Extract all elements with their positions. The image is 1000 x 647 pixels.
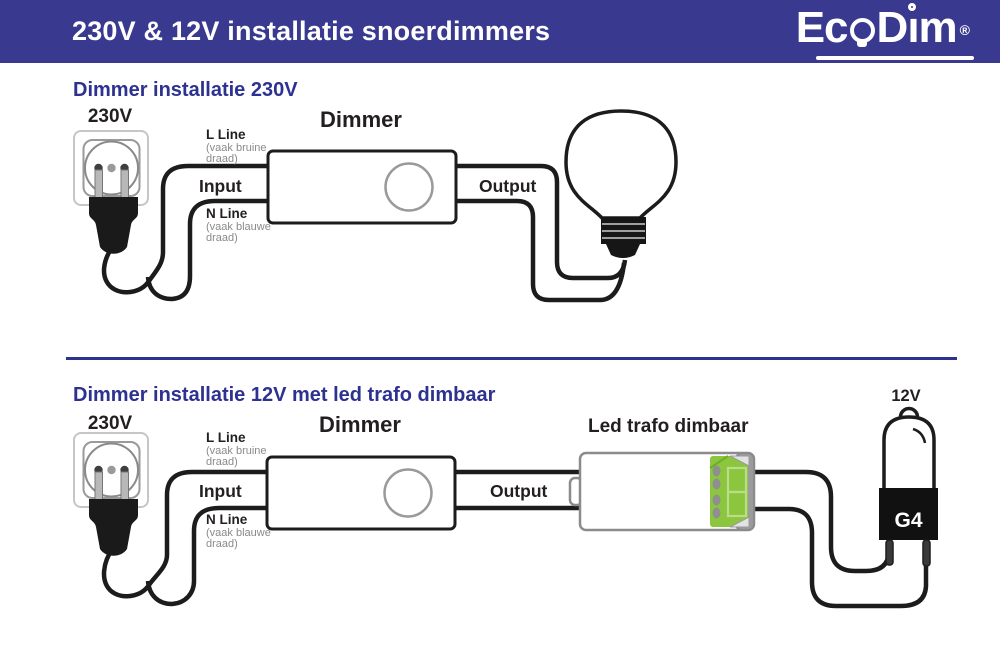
- wire-output-top-1: [455, 163, 628, 281]
- wire-n-line-2: [145, 505, 267, 607]
- terminal-bevel-line: [709, 455, 729, 469]
- logo-text-ec: Ec: [795, 2, 849, 52]
- terminal-hole-1: [712, 465, 721, 477]
- g4-reflection-line: [912, 427, 927, 444]
- n-line-label-2: N Line: [206, 512, 248, 527]
- n-line-sub1-1: (vaak blauwe: [206, 221, 271, 233]
- g4-socket-label: G4: [894, 509, 922, 532]
- terminal-hole-3: [712, 494, 721, 506]
- input-label-1: Input: [199, 176, 242, 196]
- output-label-2: Output: [490, 481, 548, 501]
- terminal-slot-bottom: [726, 490, 748, 518]
- section-divider: [66, 357, 957, 360]
- wire-output-bottom-1: [455, 198, 627, 303]
- plug-pin-left-2: [94, 471, 103, 504]
- logo-registered-small: ®: [923, 18, 930, 29]
- dimmer-knob-2: [383, 468, 433, 518]
- plug-pin-right-1: [120, 169, 129, 202]
- dimmer-label-2: Dimmer: [319, 412, 401, 437]
- section-230v-diagram: Dimmer installatie 230V 230V L Line (vaa…: [73, 79, 678, 303]
- logo-text-im: ım: [907, 2, 957, 52]
- l-line-label-1: L Line: [206, 127, 246, 142]
- l-line-sub2-2: draad): [206, 456, 238, 468]
- page-title: 230V & 12V installatie snoerdimmers: [72, 16, 551, 46]
- wire-trafo-bottom: [754, 506, 929, 609]
- g4-pin-left: [885, 539, 894, 566]
- logo-i-group: ® ım: [907, 2, 958, 54]
- l-line-sub1-1: (vaak bruine: [206, 142, 267, 154]
- dimmer-knob-1: [384, 162, 434, 212]
- l-line-label-2: L Line: [206, 430, 246, 445]
- section2-title: Dimmer installatie 12V met led trafo dim…: [73, 384, 496, 406]
- dimmer-label-1: Dimmer: [320, 107, 402, 132]
- logo-bulb-icon: [849, 17, 875, 47]
- n-line-sub2-1: draad): [206, 232, 238, 244]
- output-label-1: Output: [479, 176, 537, 196]
- section1-title: Dimmer installatie 230V: [73, 79, 298, 101]
- logo-underline: [815, 56, 974, 60]
- terminal-hole-4: [712, 507, 721, 519]
- n-line-label-1: N Line: [206, 206, 248, 221]
- n-line-sub1-2: (vaak blauwe: [206, 527, 271, 539]
- light-bulb: [564, 109, 678, 258]
- g4-glass-capsule: [882, 415, 936, 494]
- power-plug-2: [89, 499, 138, 556]
- socket-hole-mid-2: [107, 465, 116, 475]
- wall-socket-1: [73, 130, 149, 254]
- bulb-glass: [564, 109, 678, 220]
- plug-pin-left-1: [94, 169, 103, 202]
- wire-n-line-1: [145, 198, 268, 302]
- terminal-hole-2: [712, 478, 721, 490]
- terminal-clip-bottom: [729, 516, 750, 528]
- l-line-sub2-1: draad): [206, 153, 238, 165]
- logo-registered-mark: ®: [959, 21, 970, 38]
- bulb-contact-tip: [606, 244, 640, 258]
- power-plug-1: [89, 197, 138, 254]
- led-trafo: [568, 451, 756, 532]
- wall-socket-2: [73, 432, 149, 556]
- section-12v-diagram: Dimmer installatie 12V met led trafo dim…: [73, 384, 938, 609]
- logo-text-d: D: [876, 2, 909, 52]
- g4-pin-right: [922, 539, 931, 567]
- trafo-label: Led trafo dimbaar: [588, 416, 749, 437]
- socket-hole-mid-1: [107, 163, 116, 173]
- section2-socket-voltage: 230V: [88, 413, 133, 434]
- terminal-clip-top: [729, 455, 750, 467]
- g4-voltage-label: 12V: [891, 387, 920, 405]
- n-line-sub2-2: draad): [206, 538, 238, 550]
- ecodim-logo: Ec D ® ım ®: [796, 2, 978, 62]
- section1-socket-voltage: 230V: [88, 106, 133, 127]
- diagram-canvas: Dimmer installatie 230V 230V L Line (vaa…: [66, 79, 957, 609]
- logo-bulb-base: [857, 41, 868, 47]
- plug-pin-right-2: [120, 471, 129, 504]
- g4-base: [879, 488, 938, 540]
- g4-bulb: G4: [879, 406, 938, 567]
- header-bar: 230V & 12V installatie snoerdimmers Ec D…: [0, 0, 1000, 63]
- logo-i-ring-icon: [908, 2, 917, 11]
- l-line-sub1-2: (vaak bruine: [206, 445, 267, 457]
- wire-trafo-top: [754, 469, 892, 574]
- input-label-2: Input: [199, 481, 242, 501]
